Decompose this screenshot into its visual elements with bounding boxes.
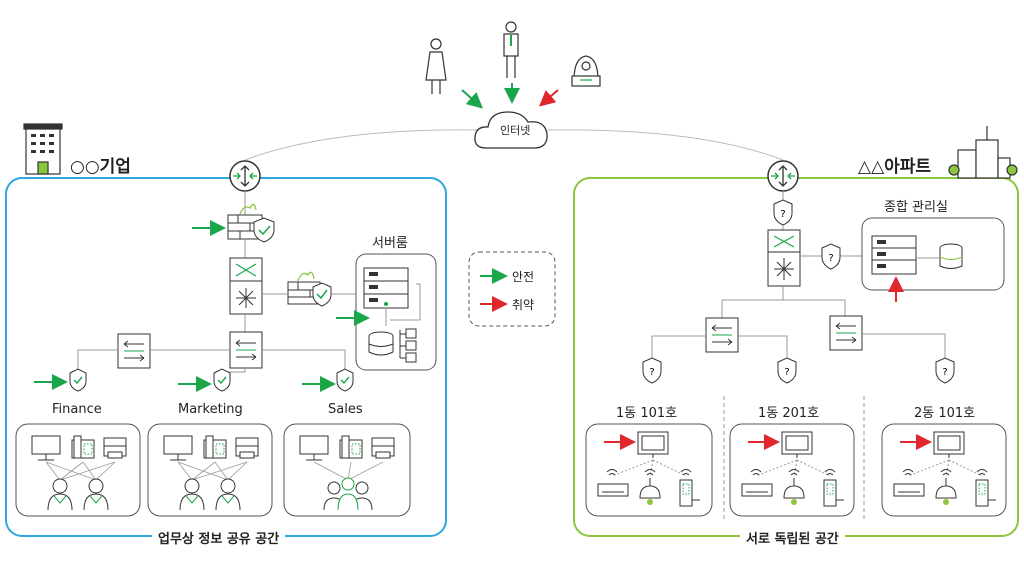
- unit-label-2: 1동 201호: [758, 402, 820, 421]
- apartment-complex-icon: [948, 126, 1018, 179]
- desk-phone-icon: [339, 435, 363, 459]
- unknown-shield-icon: ?: [642, 357, 662, 384]
- company-router-icon: [229, 160, 261, 192]
- company-core-switch-icon: [229, 257, 263, 315]
- apartment-core-switch-icon: [767, 229, 801, 287]
- legend-safe-label: 안전: [512, 270, 535, 284]
- wifi-icon: [750, 469, 762, 476]
- hacker-threat-arrow: [538, 89, 559, 107]
- legend-vulnerable-label: 취약: [512, 298, 535, 312]
- unknown-shield-icon: ?: [777, 357, 797, 384]
- wifi-icon: [680, 469, 692, 476]
- database-icon: [368, 331, 394, 356]
- printer-icon: [371, 437, 395, 459]
- file-tree-icon: [399, 328, 417, 363]
- wifi-icon: [606, 469, 618, 476]
- monitor-icon: [163, 435, 193, 461]
- internet-link-left: [244, 129, 479, 161]
- desk-phone-icon: [71, 435, 95, 459]
- apartment-router-icon: [767, 160, 799, 192]
- wifi-icon: [824, 469, 836, 476]
- air-conditioner-icon: [893, 483, 925, 497]
- printer-icon: [103, 437, 127, 459]
- monitor-icon: [299, 435, 329, 461]
- svg-text:?: ?: [649, 367, 654, 378]
- dept-label-marketing: Marketing: [178, 402, 243, 417]
- ceiling-lamp-icon: [935, 478, 957, 505]
- person-icon: [215, 478, 241, 511]
- svg-text:?: ?: [942, 367, 947, 378]
- company-switch-left-icon: [117, 333, 151, 369]
- svg-text:?: ?: [784, 367, 789, 378]
- office-database-icon: [939, 243, 963, 269]
- unit-label-3: 2동 101호: [914, 402, 976, 421]
- monitor-icon: [31, 435, 61, 461]
- air-conditioner-icon: [597, 483, 629, 497]
- ceiling-lamp-icon: [639, 478, 661, 505]
- cloud-icon: [474, 111, 548, 149]
- person-icon: [83, 478, 109, 511]
- server-firewall-icon: [287, 271, 332, 307]
- wifi-icon: [976, 469, 988, 476]
- wifi-icon: [644, 469, 656, 476]
- apartment-unknown-shield-top-icon: ?: [773, 199, 793, 226]
- unknown-shield-icon: ?: [935, 357, 955, 384]
- wall-pad-icon: [637, 431, 669, 458]
- desk-phone-icon: [203, 435, 227, 459]
- door-lock-icon: [679, 479, 700, 507]
- door-lock-icon: [975, 479, 996, 507]
- wifi-icon: [788, 469, 800, 476]
- wifi-icon: [902, 469, 914, 476]
- device-links: [177, 461, 248, 481]
- apartment-switch-right-icon: [829, 315, 863, 351]
- device-links: [313, 461, 384, 481]
- internet-link-right: [547, 129, 784, 161]
- apartment-caption: 서로 독립된 공간: [740, 528, 845, 547]
- man-user-icon: [503, 21, 519, 78]
- person-icon: [47, 478, 73, 511]
- dept-label-finance: Finance: [52, 402, 102, 417]
- internet-label: 인터넷: [500, 124, 531, 137]
- svg-text:?: ?: [828, 253, 833, 264]
- apartment-switch-left-icon: [705, 317, 739, 353]
- company-title: ○○기업: [70, 152, 131, 177]
- office-building-icon: [23, 123, 63, 175]
- sales-shield-icon: [336, 368, 354, 392]
- company-firewall-icon: [227, 203, 275, 243]
- office-server-rack-icon: [871, 235, 917, 275]
- door-lock-icon: [823, 479, 844, 507]
- server-room-label: 서버룸: [372, 232, 408, 251]
- company-switch-center-icon: [229, 331, 263, 369]
- hacker-icon: [571, 55, 601, 87]
- marketing-shield-icon: [213, 368, 231, 392]
- company-caption: 업무상 정보 공유 공간: [152, 528, 286, 547]
- finance-shield-icon: [69, 368, 87, 392]
- legend-box: [468, 251, 556, 327]
- apartment-unknown-shield-office-icon: ?: [821, 243, 841, 270]
- management-office-label: 종합 관리실: [884, 196, 948, 215]
- wall-pad-icon: [781, 431, 813, 458]
- ceiling-lamp-icon: [783, 478, 805, 505]
- printer-icon: [235, 437, 259, 459]
- device-links: [45, 461, 116, 481]
- woman-user-icon: [425, 38, 447, 94]
- dept-label-sales: Sales: [328, 402, 363, 417]
- wall-pad-icon: [933, 431, 965, 458]
- woman-safe-arrow: [461, 89, 483, 109]
- group-icon: [323, 477, 373, 511]
- apartment-title: △△아파트: [858, 152, 932, 177]
- air-conditioner-icon: [741, 483, 773, 497]
- wifi-icon: [940, 469, 952, 476]
- server-rack-icon: [363, 267, 409, 309]
- unit-label-1: 1동 101호: [616, 402, 678, 421]
- svg-text:?: ?: [780, 209, 785, 220]
- person-icon: [179, 478, 205, 511]
